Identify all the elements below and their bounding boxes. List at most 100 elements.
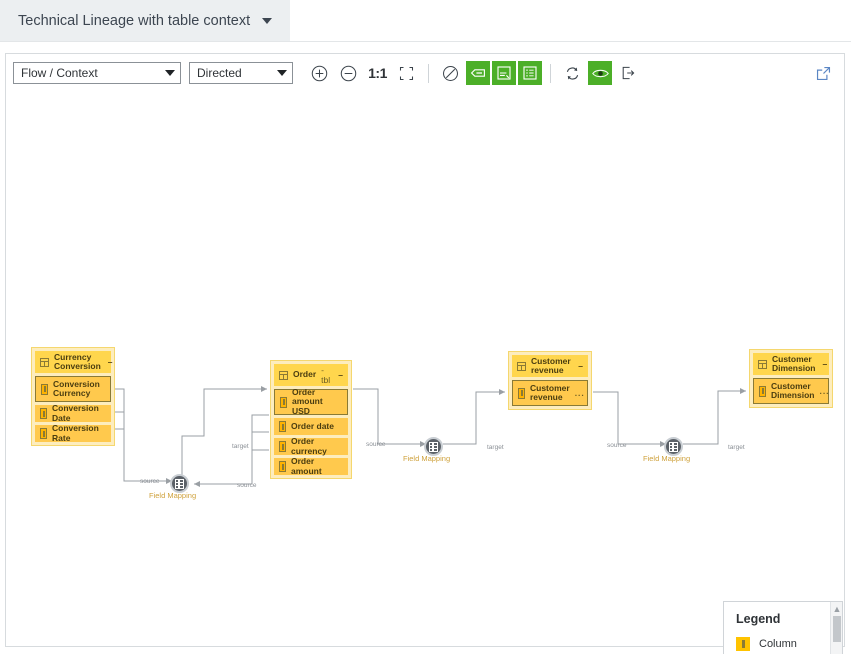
field-mapping-node[interactable] (170, 474, 189, 493)
open-in-new-icon[interactable] (811, 61, 836, 86)
table-node-header[interactable]: Currency Conversion– (35, 351, 113, 373)
toolbar-divider (428, 63, 429, 83)
column-row[interactable]: Conversion Date (35, 403, 111, 423)
field-mapping-node[interactable] (424, 437, 443, 456)
column-row[interactable]: Conversion Currency (35, 376, 111, 402)
edge-label-target: target (232, 443, 249, 450)
column-label: Conversion Date (52, 403, 99, 423)
zoom-out-icon[interactable] (336, 61, 361, 86)
column-row[interactable]: Conversion Rate (35, 423, 111, 443)
column-label: Conversion Rate (52, 423, 99, 443)
show-tables-icon[interactable] (492, 61, 516, 85)
show-details-icon[interactable] (518, 61, 542, 85)
table-suffix: - tbl (321, 365, 331, 385)
header-bar: Technical Lineage with table context (0, 0, 851, 42)
table-icon (40, 357, 49, 367)
table-icon (517, 361, 526, 371)
field-mapping-label: Field Mapping (643, 454, 691, 463)
legend-scrollbar[interactable]: ▲ ▼ (830, 602, 842, 654)
legend-title: Legend (736, 612, 781, 626)
column-icon (279, 441, 286, 452)
table-name: Customer revenue (531, 355, 571, 375)
column-icon (736, 636, 750, 651)
collapse-toggle[interactable]: – (578, 361, 583, 371)
column-row[interactable]: Order amount (274, 456, 348, 476)
edge-label-source: source (366, 441, 386, 448)
edge-label-target: target (487, 444, 504, 451)
column-row[interactable]: Order currency (274, 436, 348, 456)
refresh-icon[interactable] (560, 61, 585, 86)
flow-context-value: Flow / Context (21, 66, 98, 80)
column-row[interactable]: Order amount USD (274, 386, 348, 416)
legend-item-column: Column (736, 634, 842, 653)
column-label: Order date (291, 420, 334, 431)
zoom-in-icon[interactable] (307, 61, 332, 86)
table-node-customer-dimension[interactable]: Customer Dimension–Customer Dimension... (749, 349, 833, 408)
flow-context-select[interactable]: Flow / Context (13, 62, 181, 84)
toolbar-divider-2 (550, 63, 551, 83)
column-row[interactable]: Customer revenue... (512, 380, 588, 406)
chevron-up-icon[interactable]: ▲ (832, 604, 842, 614)
direction-value: Directed (197, 66, 242, 80)
lineage-edges (115, 386, 746, 487)
table-node-customer-revenue[interactable]: Customer revenue–Customer revenue... (508, 351, 592, 410)
column-row[interactable]: Customer Dimension... (753, 378, 829, 404)
tab-label: Technical Lineage with table context (18, 12, 251, 29)
field-mapping-icon (175, 478, 184, 489)
column-icon (279, 421, 286, 432)
table-node-header[interactable]: Customer revenue– (512, 355, 588, 377)
fit-to-screen-icon[interactable] (394, 61, 419, 86)
chevron-down-icon (165, 70, 175, 76)
legend-panel: Legend Column Table Field Mapping ▲ ▼ (723, 601, 843, 654)
scrollbar-thumb[interactable] (833, 616, 841, 642)
actual-size-button[interactable]: 1:1 (368, 65, 387, 81)
column-label: Order currency (291, 436, 327, 456)
chevron-down-icon[interactable] (262, 17, 273, 24)
column-icon (279, 461, 286, 472)
collapse-toggle[interactable]: – (338, 370, 343, 380)
column-overflow-indicator[interactable]: ... (574, 388, 585, 398)
column-icon (280, 396, 287, 408)
field-mapping-label: Field Mapping (149, 491, 197, 500)
no-filter-icon[interactable] (438, 61, 463, 86)
table-node-header[interactable]: Customer Dimension– (753, 353, 829, 375)
lineage-toolbar: Flow / Context Directed 1:1 (6, 54, 844, 92)
column-label: Order amount (291, 456, 322, 476)
column-row[interactable]: Order date (274, 418, 348, 435)
field-mapping-icon (669, 441, 678, 452)
show-columns-icon[interactable] (466, 61, 490, 85)
lineage-panel: Flow / Context Directed 1:1 (5, 53, 845, 654)
column-icon (40, 428, 47, 439)
table-icon (279, 370, 288, 380)
column-label: Order amount USD (292, 386, 323, 416)
edge-label-source: source (140, 478, 160, 485)
table-name: Customer Dimension (772, 353, 816, 373)
collapse-toggle[interactable]: – (822, 359, 828, 369)
column-overflow-indicator[interactable]: ... (819, 386, 830, 396)
direction-select[interactable]: Directed (189, 62, 293, 84)
field-mapping-label: Field Mapping (403, 454, 451, 463)
table-icon (758, 359, 767, 369)
field-mapping-icon (429, 441, 438, 452)
table-node-header[interactable]: Order - tbl– (274, 364, 348, 386)
column-icon (40, 408, 47, 419)
table-name: Order (293, 369, 317, 380)
export-icon[interactable] (615, 61, 640, 86)
legend-label-column: Column (759, 637, 797, 650)
edge-label-target: target (728, 444, 745, 451)
edge-label-source: source (237, 482, 257, 489)
edge-label-source: source (607, 442, 627, 449)
column-label: Customer Dimension (771, 380, 815, 400)
collapse-toggle[interactable]: – (107, 357, 113, 367)
column-icon (41, 383, 48, 395)
tab-technical-lineage[interactable]: Technical Lineage with table context (0, 0, 291, 41)
eye-icon[interactable] (588, 61, 612, 85)
table-name: Currency Conversion (54, 351, 101, 371)
field-mapping-node[interactable] (664, 437, 683, 456)
column-icon (518, 387, 525, 399)
column-icon (759, 385, 766, 397)
